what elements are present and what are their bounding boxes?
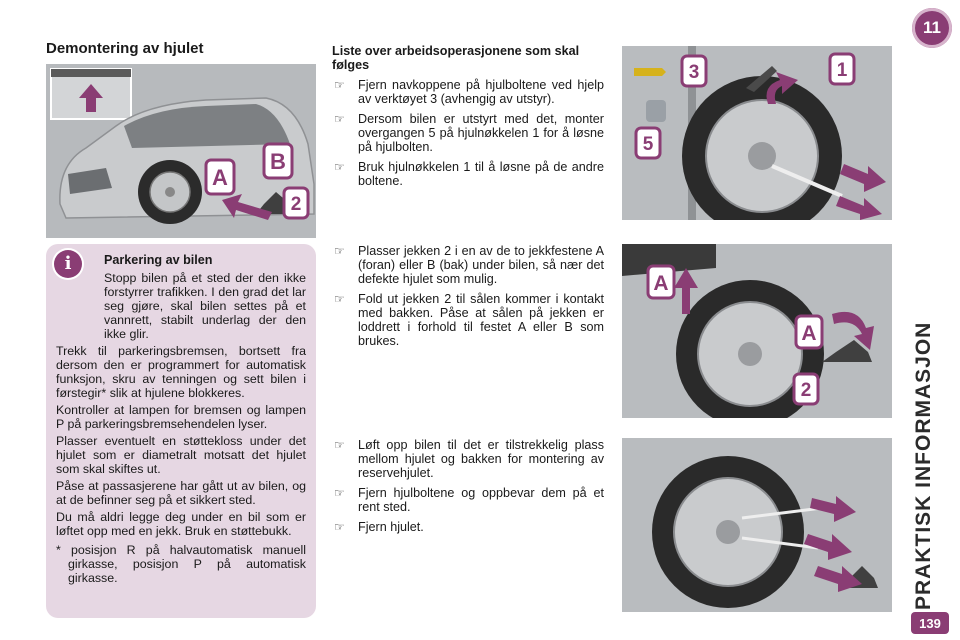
svg-text:2: 2 xyxy=(801,380,812,401)
svg-text:1: 1 xyxy=(837,60,848,81)
list-item: ☞Bruk hjulnøkkelen 1 til å løsne på de a… xyxy=(334,160,604,188)
info-paragraph: Trekk til parkeringsbremsen, bortsett fr… xyxy=(56,344,306,400)
svg-text:2: 2 xyxy=(291,194,302,215)
wheel-brace-illustration: 3 1 5 xyxy=(622,46,892,220)
pointing-hand-icon: ☞ xyxy=(334,112,345,126)
list-item: ☞Dersom bilen er utstyrt med det, monter… xyxy=(334,112,604,154)
page-number: 139 xyxy=(911,612,949,634)
svg-text:3: 3 xyxy=(689,62,700,83)
info-box-parking: i Parkering av bilen Stopp bilen på et s… xyxy=(46,244,316,618)
info-box-title: Parkering av bilen xyxy=(104,253,213,267)
pointing-hand-icon: ☞ xyxy=(334,292,345,306)
pointing-hand-icon: ☞ xyxy=(334,160,345,174)
svg-text:B: B xyxy=(270,149,286,174)
steps-group-2: ☞Plasser jekken 2 i en av de to jekkfest… xyxy=(332,244,604,354)
svg-text:5: 5 xyxy=(643,134,654,155)
list-item: ☞Fjern hjulet. xyxy=(334,520,424,534)
steps-title: Liste over arbeidsoperasjonene som skal … xyxy=(332,44,580,72)
chapter-number-badge: 11 xyxy=(912,8,952,48)
steps-group-3: ☞Løft opp bilen til det er tilstrekkelig… xyxy=(332,438,604,540)
pointing-hand-icon: ☞ xyxy=(334,244,345,258)
label-a: A xyxy=(646,264,676,300)
list-item: ☞Fold ut jekken 2 til sålen kommer i kon… xyxy=(334,292,604,348)
info-paragraph: Påse at passasjerene har gått ut av bile… xyxy=(56,479,306,507)
chapter-title-vertical: PRAKTISK INFORMASJON xyxy=(912,321,935,610)
label-3: 3 xyxy=(680,54,708,88)
svg-text:A: A xyxy=(801,322,816,345)
steps-group-1: Liste over arbeidsoperasjonene som skal … xyxy=(332,44,604,194)
label-2: 2 xyxy=(792,372,820,406)
info-footnote: * posisjon R på halvautomatisk manuell g… xyxy=(56,543,306,585)
label-a: A xyxy=(204,158,236,196)
list-item: ☞Fjern hjulboltene og oppbevar dem på et… xyxy=(334,486,604,514)
label-5: 5 xyxy=(634,126,662,160)
list-item: ☞Løft opp bilen til det er tilstrekkelig… xyxy=(334,438,604,480)
info-paragraph: Stopp bilen på et sted der den ikke fors… xyxy=(104,271,306,341)
chapter-sidebar xyxy=(904,0,960,640)
label-1: 1 xyxy=(828,52,856,86)
svg-text:A: A xyxy=(212,165,228,190)
svg-text:A: A xyxy=(653,272,668,295)
label-a: A xyxy=(794,314,824,350)
info-paragraph: Plasser eventuelt en støttekloss under d… xyxy=(56,434,306,476)
label-2: 2 xyxy=(282,186,310,220)
pointing-hand-icon: ☞ xyxy=(334,520,345,534)
pointing-hand-icon: ☞ xyxy=(334,438,345,452)
jack-position-illustration: A A 2 xyxy=(622,244,892,418)
info-paragraph: Kontroller at lampen for bremsen og lamp… xyxy=(56,403,306,431)
section-title: Demontering av hjulet xyxy=(46,40,204,57)
label-b: B xyxy=(262,142,294,180)
list-item: ☞Fjern navkoppene på hjulboltene ved hje… xyxy=(334,78,604,106)
pointing-hand-icon: ☞ xyxy=(334,78,345,92)
info-paragraph: Du må aldri legge deg under en bil som e… xyxy=(56,510,306,538)
car-jack-illustration: A B 2 xyxy=(46,64,316,238)
remove-wheel-illustration xyxy=(622,438,892,612)
list-item: ☞Plasser jekken 2 i en av de to jekkfest… xyxy=(334,244,604,286)
pointing-hand-icon: ☞ xyxy=(334,486,345,500)
info-icon: i xyxy=(54,250,82,278)
